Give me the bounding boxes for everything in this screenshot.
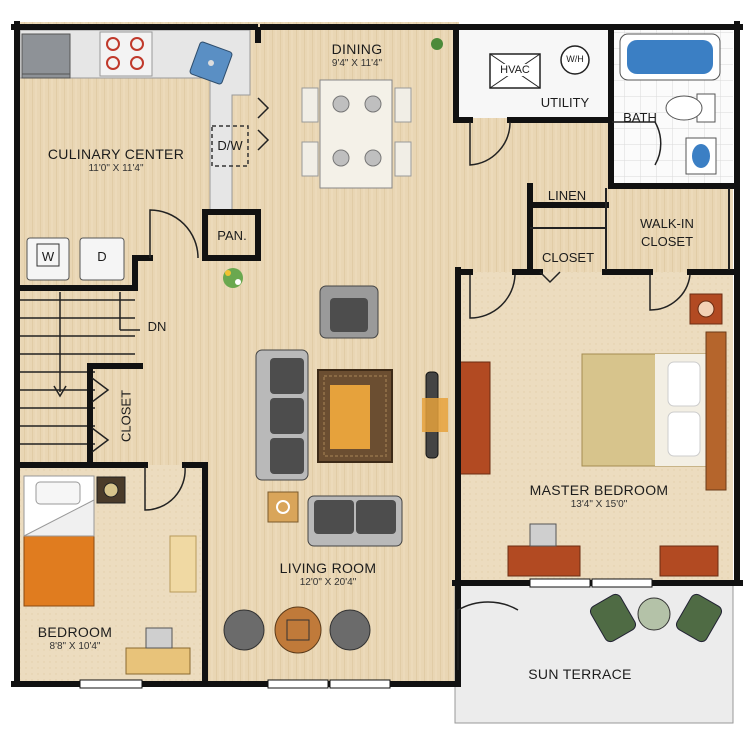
dining-label: DINING — [331, 41, 383, 57]
bedroom-dims: 8'8" X 10'4" — [49, 641, 101, 652]
bath-sink-icon — [685, 137, 717, 175]
hvac-label: HVAC — [499, 64, 531, 76]
dining-dims: 9'4" X 11'4" — [331, 58, 383, 69]
living-dims: 12'0" X 20'4" — [299, 577, 357, 588]
master-dims: 13'4" X 15'0" — [570, 499, 628, 510]
walkin-label-line2: CLOSET — [640, 234, 694, 249]
master-nightstand-icon — [689, 293, 723, 325]
hall-floor — [455, 118, 615, 273]
stove-icon — [99, 31, 153, 77]
master-desk — [507, 523, 581, 577]
dryer-label: D — [97, 249, 107, 264]
kitchen-label: CULINARY CENTER — [47, 146, 185, 162]
closet-master-label: CLOSET — [541, 250, 595, 265]
bedroom-label: BEDROOM — [37, 624, 113, 640]
thin-walls — [530, 188, 730, 270]
refrigerator-icon — [21, 33, 71, 79]
bedroom-bed — [23, 475, 95, 607]
plant-icon — [223, 38, 443, 288]
stairs — [20, 292, 140, 445]
sofa-bottom — [307, 495, 403, 547]
sink-icon — [189, 41, 233, 85]
terrace-chairs — [589, 593, 723, 643]
closet-hall-label: CLOSET — [118, 389, 134, 443]
living-label: LIVING ROOM — [279, 560, 377, 576]
area-rug — [317, 369, 393, 463]
dresser — [457, 361, 491, 475]
tv-console — [422, 371, 448, 459]
bath-label: BATH — [623, 110, 657, 125]
master-bed — [581, 331, 727, 491]
water-heater-icon — [560, 45, 590, 75]
kitchen-dims: 11'0" X 11'4" — [88, 163, 144, 174]
sofa-left — [255, 349, 309, 481]
water-heater-label: W/H — [566, 54, 584, 64]
armchair-top — [319, 285, 379, 339]
linen-label: LINEN — [547, 188, 587, 203]
terrace-label: SUN TERRACE — [528, 666, 632, 682]
pantry-label: PAN. — [217, 228, 247, 243]
windows — [79, 578, 653, 689]
bedroom-shelf — [169, 535, 197, 593]
dishwasher-icon — [211, 125, 249, 167]
bistro-set — [223, 606, 371, 654]
bathtub-icon — [619, 33, 721, 81]
side-table-icon — [267, 491, 299, 523]
washer-label: W — [41, 249, 55, 264]
walkin-label-line1: WALK-IN — [640, 216, 694, 231]
bedroom-nightstand-icon — [96, 476, 126, 504]
toilet-icon — [665, 93, 716, 123]
master-chest — [659, 545, 719, 577]
bedroom-desk — [125, 627, 191, 675]
walkin-floor — [611, 186, 733, 272]
dining-table — [301, 79, 412, 189]
dishwasher-label: D/W — [217, 138, 243, 153]
stairs-down-label: DN — [147, 319, 167, 334]
dryer-icon — [79, 237, 125, 281]
master-label: MASTER BEDROOM — [529, 482, 669, 498]
door-swings — [91, 97, 691, 670]
utility-label: UTILITY — [540, 95, 590, 110]
